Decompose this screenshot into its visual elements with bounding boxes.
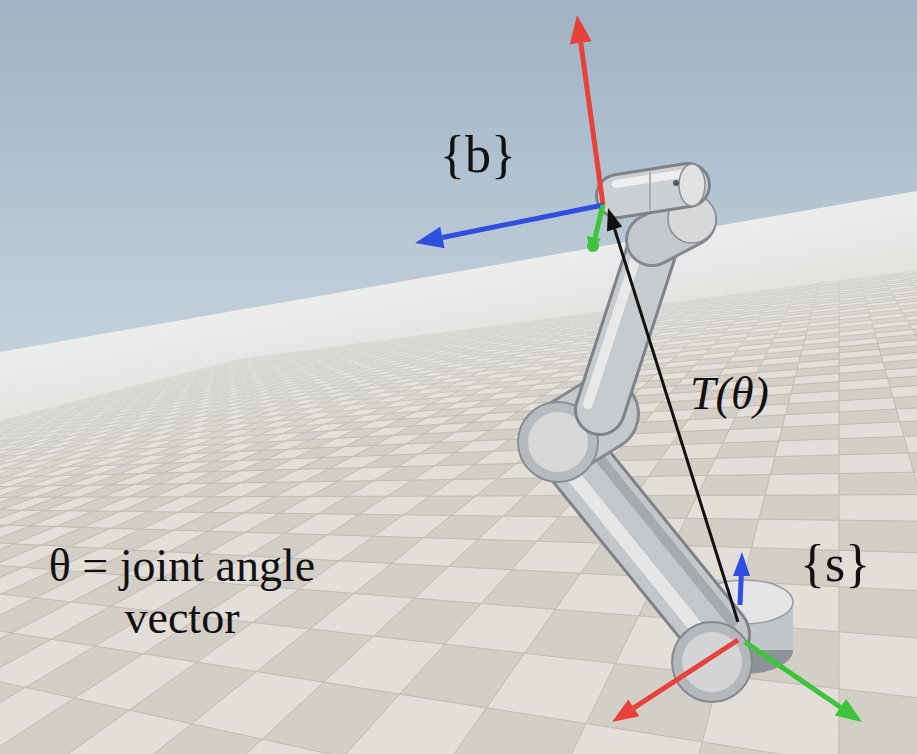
body-frame-axes	[415, 15, 603, 252]
floor-ground	[0, 191, 917, 754]
floor-haze	[0, 191, 917, 754]
frame-label: {s}	[800, 535, 870, 593]
robot-arm	[518, 164, 793, 702]
checker-floor	[0, 191, 917, 754]
transform-label: T(θ)	[690, 368, 769, 420]
frame-label: {b}	[440, 126, 516, 184]
note-text: θ = joint angle vector	[12, 540, 352, 643]
